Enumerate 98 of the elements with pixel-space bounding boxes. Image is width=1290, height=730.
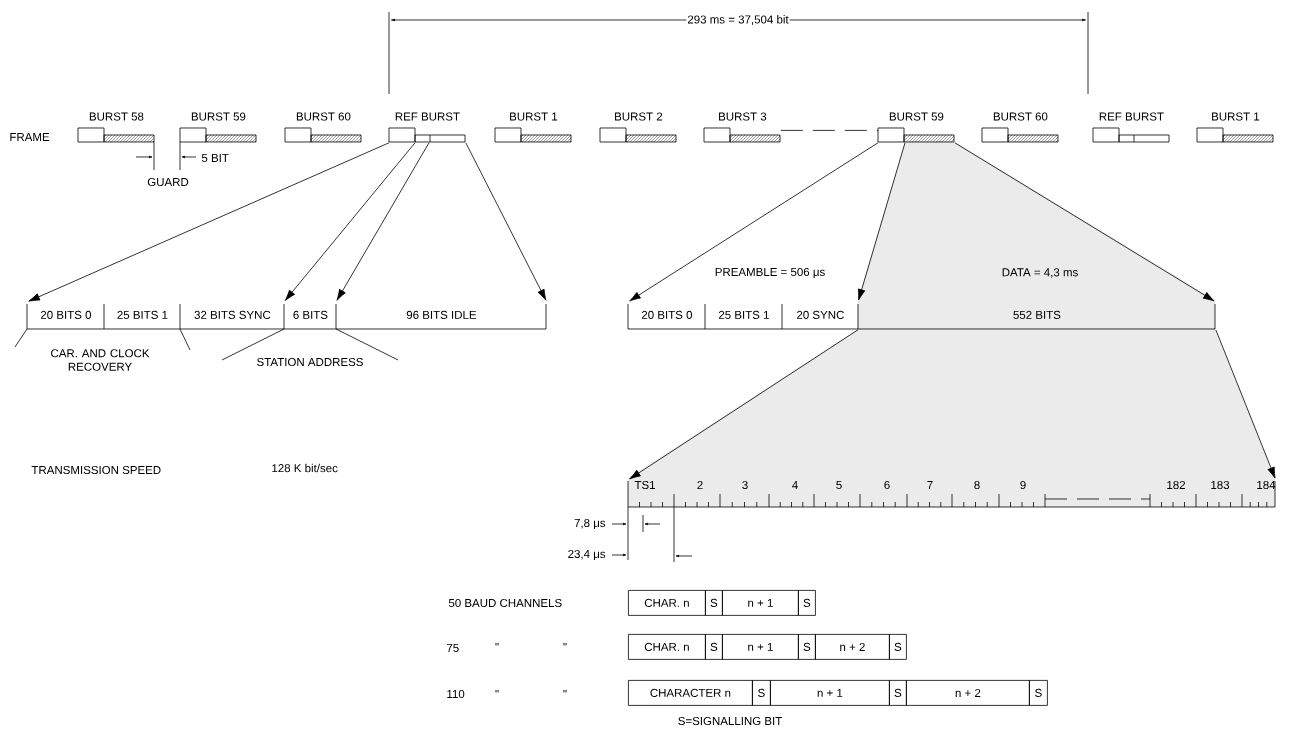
node-label: BURST 60 [993,112,1048,121]
annotation-text: STATION ADDRESS [257,357,363,367]
arrow [629,142,879,302]
channel-cell: S [889,680,907,706]
channel-cell: CHAR. n [628,590,706,616]
node-label: REF BURST [1099,112,1164,121]
node-label: BURST 3 [719,112,767,121]
annotation-text: 50 BAUD CHANNELS [448,598,562,608]
node-label: BURST 1 [510,112,558,121]
channel-cell: S [752,680,771,706]
bit-field-cell: 25 BITS 1 [103,303,181,330]
annotation-text: " [563,690,567,693]
arrow [1215,329,1276,479]
burst-block: BURST 59 [179,112,246,143]
burst-block [103,134,155,143]
arrow [28,142,390,302]
burst-block: BURST 2 [599,112,663,143]
arrow [336,142,430,301]
slot-number: 182 [1167,480,1185,490]
annotation-text: FRAME [10,133,50,141]
bit-field-cell: 552 BITS [857,303,1216,330]
channel-cell: S [1029,680,1048,706]
burst-block: BURST 60 [981,112,1048,143]
annotation-text: 5 BIT [201,154,229,162]
annotation-text: 128 K bit/sec [272,463,338,473]
slot-number: 5 [836,481,842,489]
bit-field-cell: 6 BITS [283,303,337,330]
arrow [465,142,547,301]
channel-cell: S [798,634,816,660]
channel-cell: S [798,590,816,616]
channel-cell: n + 1 [722,634,799,660]
bit-field-cell: 20 BITS 0 [26,303,105,330]
connector-line [780,130,879,131]
channel-cell: S [705,590,723,616]
channel-cell: n + 1 [722,590,799,616]
annotation-text: CAR. AND CLOCK RECOVERY [51,349,150,371]
annotation-text: 75 [447,644,459,652]
channel-cell: S [705,634,723,660]
bit-field-cell: 20 BITS 0 [627,303,706,330]
annotation-text: " [495,690,499,693]
slot-number: 6 [884,480,890,490]
burst-block [625,134,677,143]
bit-field-cell: 25 BITS 1 [704,303,783,330]
annotation-text: DATA = 4,3 ms [1002,268,1078,278]
annotation-text: GUARD [147,177,189,187]
channel-cell: S [889,634,907,660]
annotation-text: 110 [447,689,465,699]
slot-number: 7 [927,481,933,489]
channel-cell: n + 2 [815,634,890,660]
slot-number: 9 [1020,480,1026,490]
channel-cell: CHARACTER n [628,680,753,706]
node-label: BURST 1 [1212,112,1260,121]
annotation-text: TRANSMISSION SPEED [31,465,161,475]
arrow [629,329,859,480]
annotation-text: " [495,643,499,646]
bit-field-cell: 96 BITS IDLE [335,303,547,330]
node-label: BURST 59 [889,112,944,121]
burst-block: BURST 3 [703,112,767,143]
slot-number: 183 [1211,480,1230,490]
slot-number: 8 [974,480,980,490]
burst-block [310,134,362,143]
burst-block [520,134,572,143]
channel-cell: n + 1 [770,680,890,706]
arrow [954,142,1215,302]
node-label: BURST 58 [89,112,144,121]
slot-number: 184 [1257,480,1276,490]
arrow [284,142,416,301]
burst-block: REF BURST [1092,112,1170,143]
annotation-text: " [563,643,567,646]
annotation-text: 7,8 μs [574,518,606,530]
burst-block: BURST 1 [494,112,558,143]
burst-block: BURST 59 [877,112,944,143]
burst-block [205,134,257,143]
node-label: BURST 60 [296,112,351,121]
burst-block [729,134,781,143]
annotation-text: PREAMBLE = 506 μs [715,267,825,279]
burst-block [903,134,955,143]
bit-field-cell: 32 BITS SYNC [179,303,285,330]
slot-number: TS1 [634,480,655,490]
burst-block [1007,134,1059,143]
burst-block: BURST 60 [284,112,351,143]
burst-block: BURST 58 [77,112,144,143]
node-label: BURST 59 [191,112,246,121]
arrow [857,142,906,301]
slot-number: 2 [697,481,703,489]
burst-block: BURST 1 [1196,112,1260,143]
burst-block [1222,134,1274,143]
slot-number: 3 [742,480,748,490]
channel-cell: n + 2 [906,680,1030,706]
bit-field-cell: 20 SYNC [781,303,859,330]
slot-number: 4 [792,481,798,489]
annotation-text: 293 ms = 37,504 bit [686,14,790,26]
node-label: BURST 2 [615,112,663,121]
annotation-text: S=SIGNALLING BIT [678,716,782,726]
annotation-text: 23,4 μs [568,549,606,561]
node-label: REF BURST [395,112,460,121]
burst-block: REF BURST [388,112,466,143]
channel-cell: CHAR. n [628,634,706,660]
